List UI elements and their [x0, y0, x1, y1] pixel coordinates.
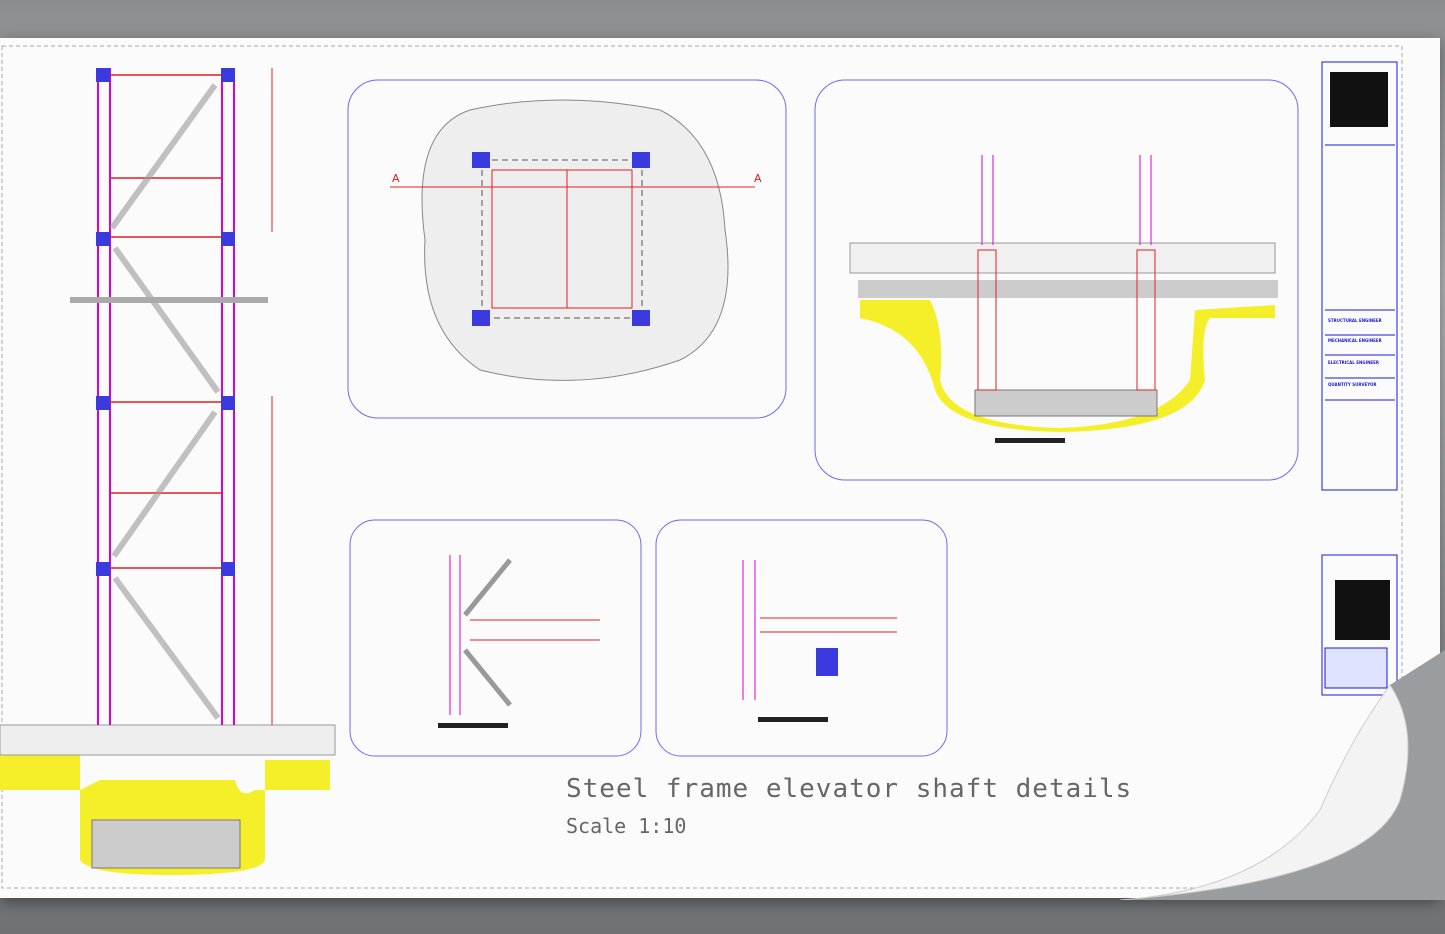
role-quantity-surveyor: QUANTITY SURVEYOR: [1328, 382, 1377, 387]
drawing-sheet: A A STRUCTURAL ENGINEER: [0, 38, 1440, 898]
shaft-elevation: [0, 68, 336, 875]
role-mechanical: MECHANICAL ENGINEER: [1328, 338, 1382, 343]
flange-detail-panel: [655, 519, 948, 757]
page-curl: [1120, 650, 1445, 900]
role-electrical: ELECTRICAL ENGINEER: [1328, 360, 1379, 365]
cad-drawing: A A: [0, 45, 1403, 889]
drawing-scale: Scale 1:10: [566, 814, 687, 838]
title-block: [1321, 61, 1398, 696]
role-structural: STRUCTURAL ENGINEER: [1328, 318, 1382, 323]
section-marker-right: A: [754, 172, 762, 185]
section-marker-left: A: [392, 172, 400, 185]
pit-section-panel: [814, 79, 1299, 481]
bracing-detail-panel: [349, 519, 642, 757]
foundation-plan-panel: A A: [347, 79, 787, 419]
drawing-title: Steel frame elevator shaft details: [566, 774, 1133, 804]
